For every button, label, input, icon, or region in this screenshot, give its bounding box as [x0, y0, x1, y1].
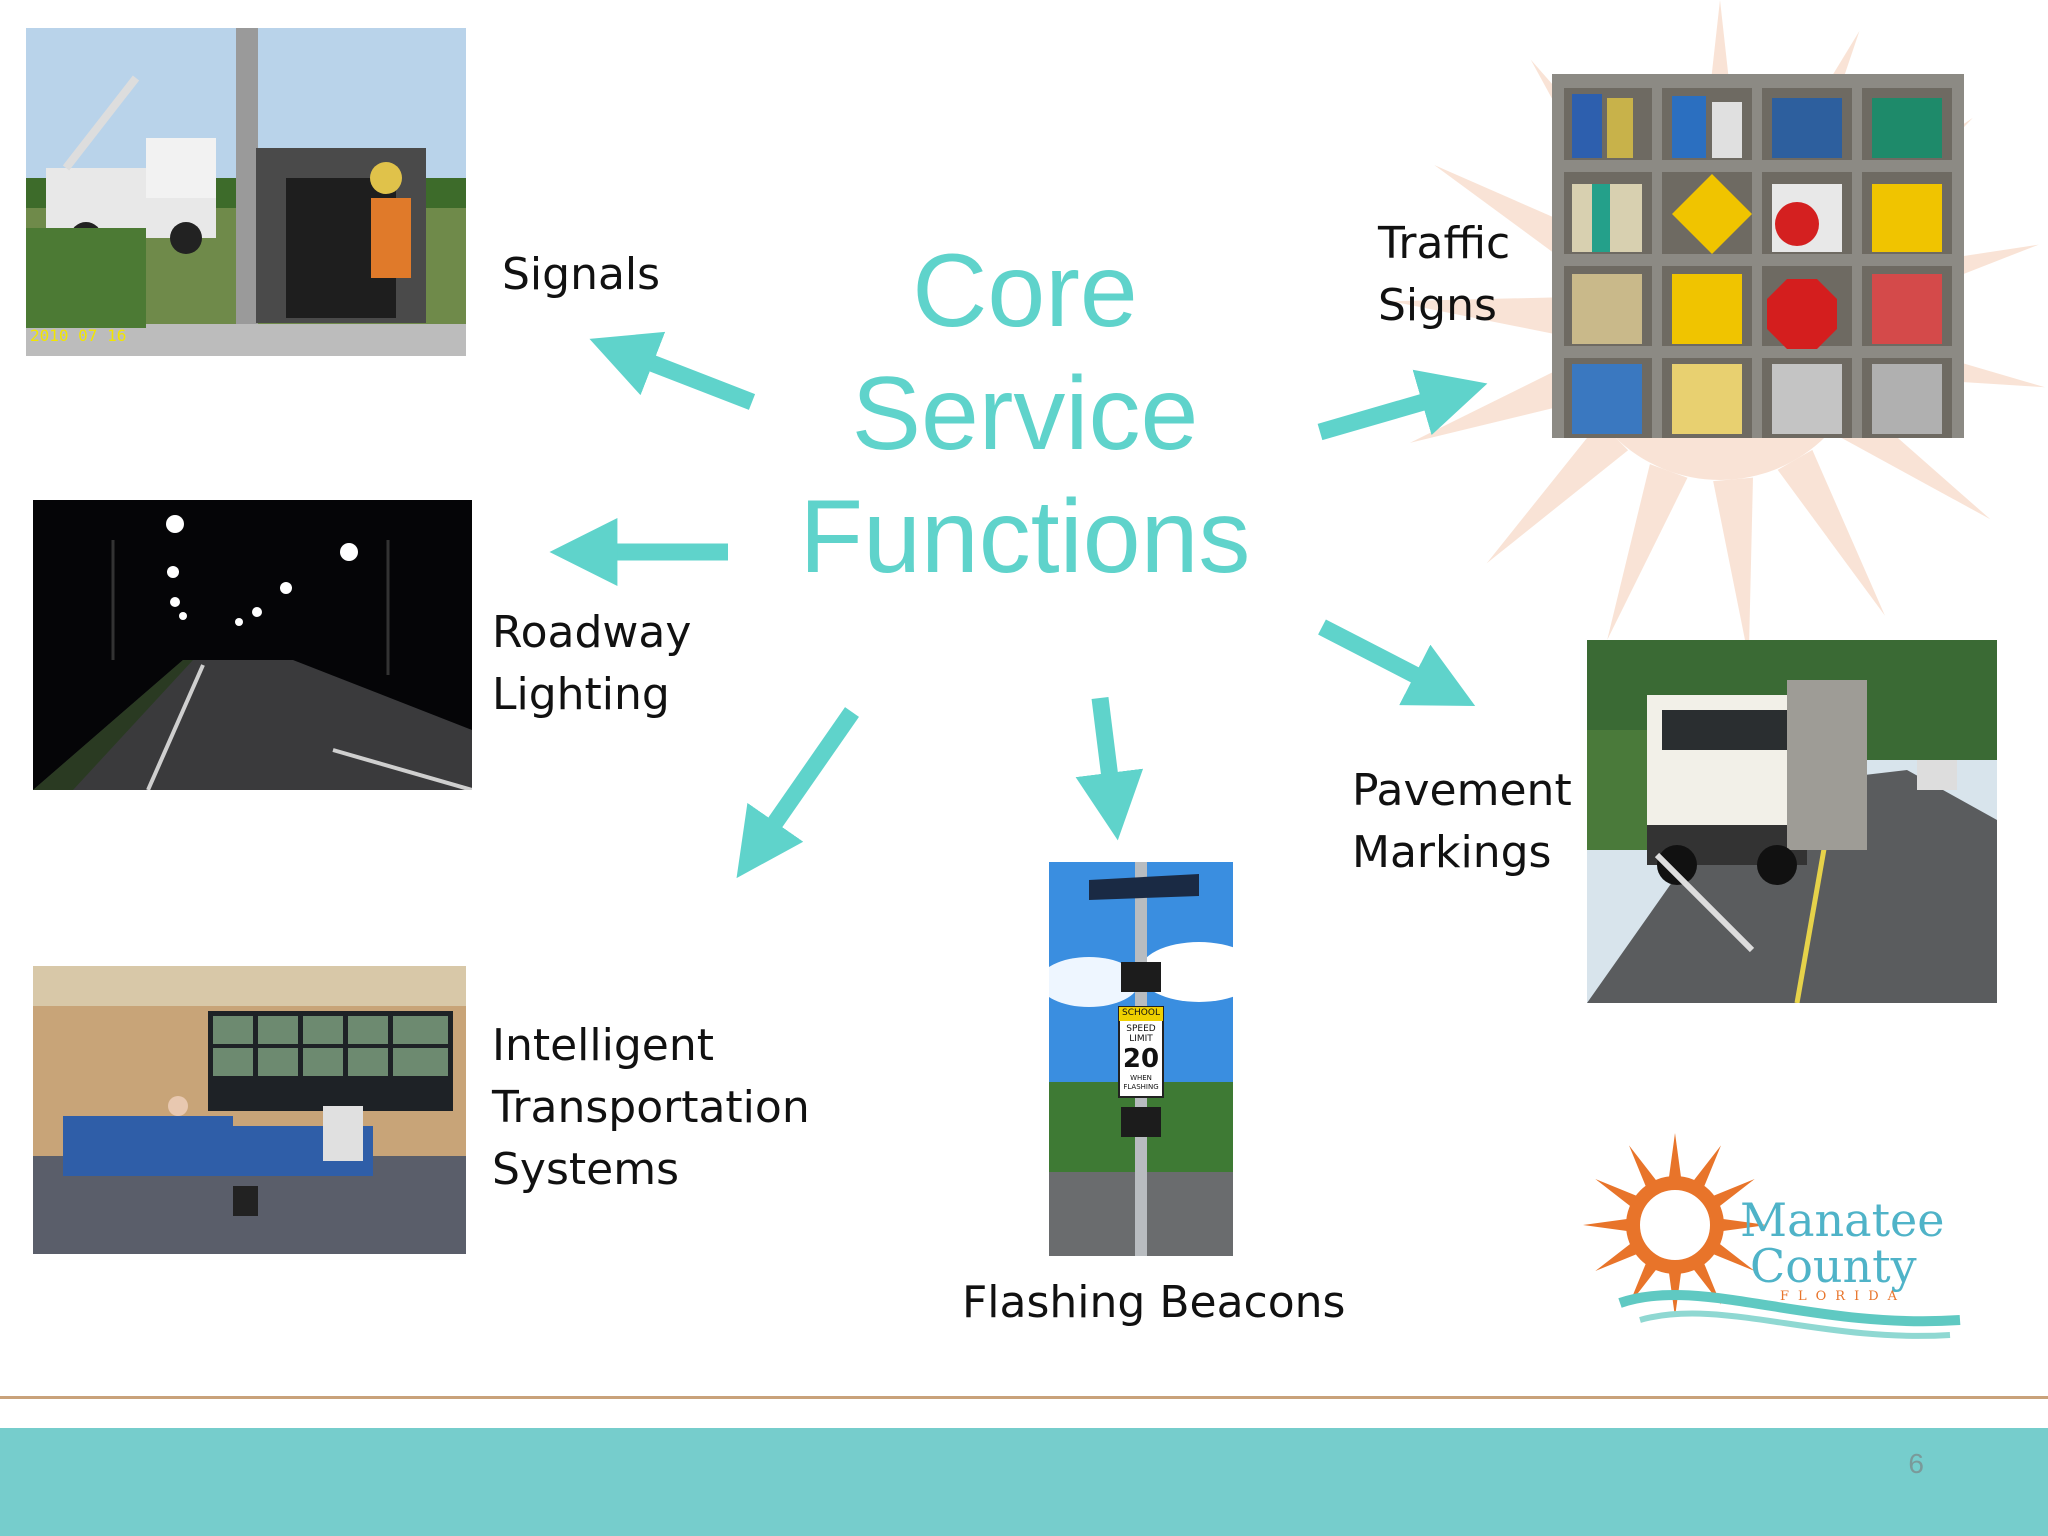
label-traffic-signs: Traffic Signs: [1378, 213, 1510, 337]
page-number: 6: [1908, 1448, 1924, 1479]
logo-text-florida: FLORIDA: [1780, 1289, 1907, 1304]
photo-date-stamp: 2010 07 16: [30, 326, 127, 345]
label-pavement-line2: Markings: [1352, 827, 1552, 878]
label-signals: Signals: [502, 249, 661, 300]
label-traffic-line2: Signs: [1378, 280, 1497, 331]
arrow-to-signals: [589, 331, 756, 410]
sign-flashing-text: FLASHING: [1123, 1083, 1159, 1091]
sign-limit-text: LIMIT: [1129, 1034, 1153, 1044]
footer-band: [0, 1428, 2048, 1536]
arrow-to-flashing-beacons: [1075, 696, 1144, 841]
sun-logo-icon: [1583, 1133, 1961, 1339]
sign-speed-number: 20: [1122, 1044, 1160, 1074]
label-pavement-line1: Pavement: [1352, 765, 1572, 816]
roadway-lighting-photo: [33, 500, 472, 790]
title-line-functions: Functions: [799, 479, 1251, 595]
arrow-to-traffic-signs: [1317, 369, 1488, 441]
label-its-line3: Systems: [492, 1144, 679, 1195]
arrow-to-its: [736, 707, 859, 879]
flashing-beacon-photo: SCHOOL SPEED LIMIT 20 WHEN FLASHING: [1049, 862, 1233, 1256]
label-its-line2: Transportation: [492, 1082, 810, 1133]
label-roadway-lighting: Roadway Lighting: [492, 602, 691, 726]
manatee-county-logo: Manatee County FLORIDA: [1580, 1125, 1970, 1355]
signals-photo: 2010 07 16: [26, 28, 466, 356]
pavement-markings-photo: [1587, 640, 1997, 1003]
label-roadway-line1: Roadway: [492, 607, 692, 658]
logo-text-county: County: [1750, 1239, 1917, 1293]
sign-school-text: SCHOOL: [1122, 1008, 1160, 1018]
footer-divider-line: [0, 1396, 2048, 1399]
its-control-room-photo: [33, 966, 466, 1254]
title-line-service: Service: [851, 356, 1199, 472]
label-traffic-line1: Traffic: [1378, 218, 1511, 269]
sign-when-text: WHEN: [1130, 1074, 1152, 1082]
label-its: Intelligent Transportation Systems: [492, 1015, 810, 1201]
title-line-core: Core: [912, 233, 1138, 349]
sign-speed-text: SPEED: [1126, 1024, 1156, 1034]
label-roadway-line2: Lighting: [492, 669, 670, 720]
label-pavement-markings: Pavement Markings: [1352, 760, 1572, 884]
label-flashing-beacons: Flashing Beacons: [962, 1277, 1346, 1328]
logo-text-manatee: Manatee: [1740, 1193, 1945, 1247]
label-its-line1: Intelligent: [492, 1020, 714, 1071]
page-title: Core Service Functions: [770, 230, 1280, 599]
traffic-signs-photo: [1552, 74, 1964, 438]
arrow-to-pavement-markings: [1318, 619, 1476, 707]
